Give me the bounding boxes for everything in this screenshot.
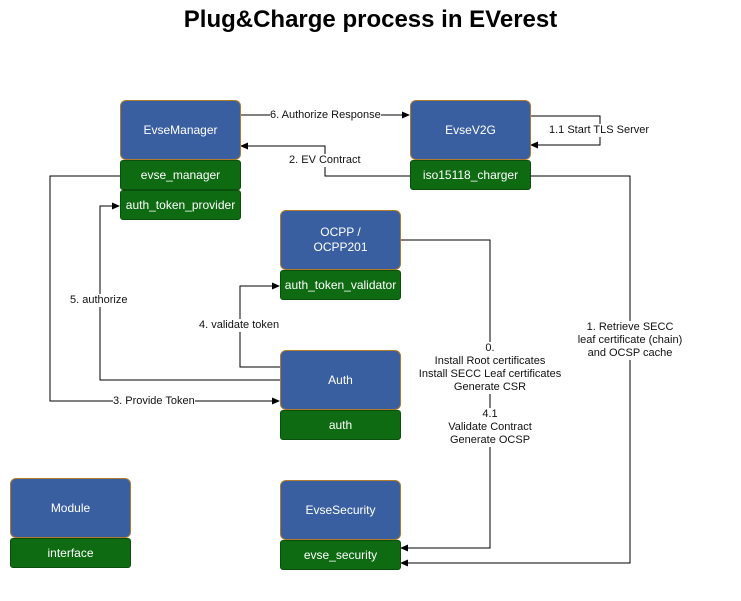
diagram-title: Plug&Charge process in EVerest [183,6,558,33]
module-auth[interactable]: Auth [280,350,401,410]
label-ev-contract: 2. EV Contract [289,154,361,167]
legend-interface: interface [10,538,131,568]
module-evse-manager[interactable]: EvseManager [120,100,241,160]
interface-evse-manager[interactable]: evse_manager [120,160,241,190]
label-provide-token: 3. Provide Token [113,395,195,408]
interface-evse-security[interactable]: evse_security [280,540,401,570]
label-validate-contract: 4.1 Validate Contract Generate OCSP [440,408,540,447]
label-start-tls: 1.1 Start TLS Server [549,124,650,137]
interface-auth-token-provider[interactable]: auth_token_provider [120,190,241,220]
label-authorize-response: 6. Authorize Response [270,109,381,122]
interface-auth-token-validator[interactable]: auth_token_validator [280,270,401,300]
module-evse-security[interactable]: EvseSecurity [280,480,401,540]
legend-module: Module [10,478,131,538]
label-authorize: 5. authorize [70,294,128,307]
label-install-certs: 0. Install Root certificates Install SEC… [416,342,564,394]
module-evse-v2g[interactable]: EvseV2G [410,100,531,160]
label-retrieve-secc: 1. Retrieve SECC leaf certificate (chain… [574,321,686,360]
edge-install-certs [400,239,491,552]
edge-retrieve-secc [400,175,631,567]
edge-authorize [99,202,280,381]
interface-iso15118-charger[interactable]: iso15118_charger [410,160,531,190]
label-validate-token: 4. validate token [199,319,280,332]
module-ocpp[interactable]: OCPP / OCPP201 [280,210,401,270]
interface-auth[interactable]: auth [280,410,401,440]
